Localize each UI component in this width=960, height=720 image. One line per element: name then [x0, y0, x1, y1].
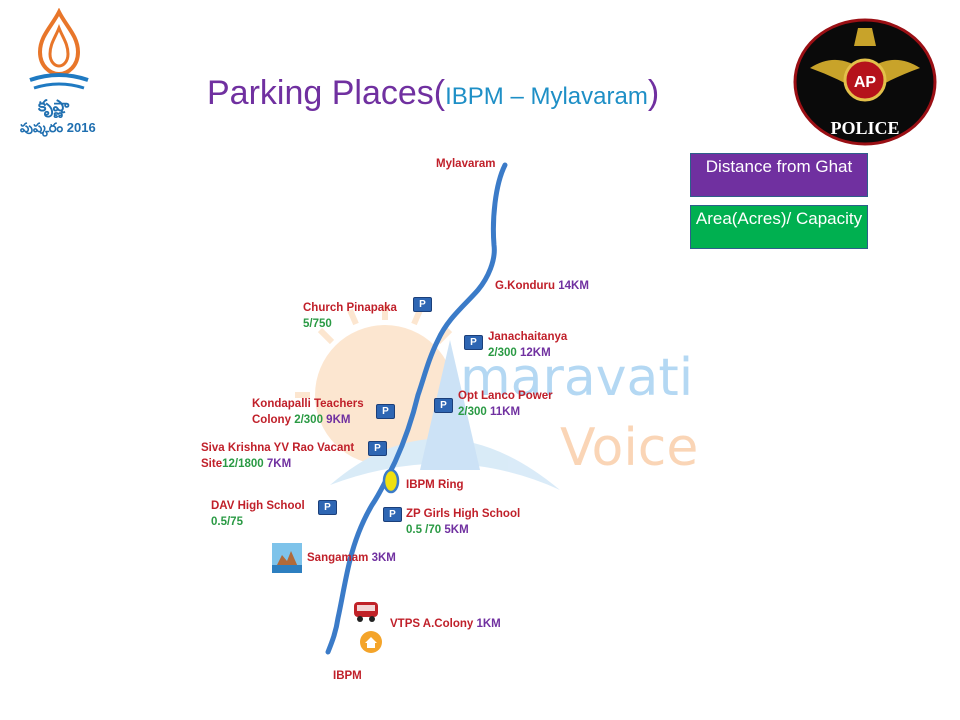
- place-dav-high-school: DAV High School 0.5/75: [211, 500, 305, 528]
- parking-icon: P: [318, 500, 337, 515]
- place-sangamam: Sangamam 3KM: [307, 552, 396, 564]
- place-opt-lanco-power: Opt Lanco Power 2/300 11KM: [458, 390, 553, 418]
- pushkaram-logo-icon: [29, 8, 89, 90]
- place-vtps-a-colony: VTPS A.Colony 1KM: [390, 618, 501, 630]
- place-ibpm-ring: IBPM Ring: [406, 479, 464, 491]
- route-line: [325, 162, 508, 655]
- watermark-text-1: maravati: [460, 348, 693, 408]
- parking-icon: P: [383, 507, 402, 522]
- parking-icon: P: [434, 398, 453, 413]
- watermark-text-2: Voice: [560, 418, 698, 478]
- ibpm-ring-marker: [382, 468, 400, 494]
- place-church-pinapaka: Church Pinapaka 5/750: [303, 302, 397, 330]
- watermark-graphic: maravati Voice: [295, 305, 698, 490]
- logo-text-pushkaram: పుష్కరం 2016: [20, 120, 96, 135]
- home-icon: [360, 631, 382, 653]
- parking-icon: P: [376, 404, 395, 419]
- logo-text-telugu: కృష్ణా: [38, 98, 70, 115]
- badge-police-text: POLICE: [830, 118, 899, 138]
- badge-emblem-text: AP: [854, 74, 877, 91]
- parking-icon: P: [464, 335, 483, 350]
- route-start-label: Mylavaram: [436, 158, 496, 170]
- legend-distance: Distance from Ghat: [690, 153, 868, 197]
- legend-area-capacity: Area(Acres)/ Capacity: [690, 205, 868, 249]
- page-subtitle: IBPM – Mylavaram: [445, 83, 648, 110]
- page-title: Parking Places(IBPM – Mylavaram): [207, 74, 660, 112]
- ap-police-badge-icon: AP POLICE: [793, 18, 937, 146]
- sangamam-photo-icon: [272, 543, 302, 573]
- route-end-label: IBPM: [333, 670, 362, 682]
- bus-icon: [354, 602, 378, 622]
- place-g-konduru: G.Konduru 14KM: [495, 280, 589, 292]
- parking-icon: P: [413, 297, 432, 312]
- place-zp-girls-high-school: ZP Girls High School 0.5 /70 5KM: [406, 508, 521, 536]
- place-kondapalli-teachers-colony: Kondapalli Teachers Colony 2/300 9KM: [252, 398, 364, 426]
- place-siva-krishna-site: Siva Krishna YV Rao Vacant Site12/1800 7…: [201, 442, 355, 470]
- place-janachaitanya: Janachaitanya 2/300 12KM: [488, 331, 568, 359]
- parking-icon: P: [368, 441, 387, 456]
